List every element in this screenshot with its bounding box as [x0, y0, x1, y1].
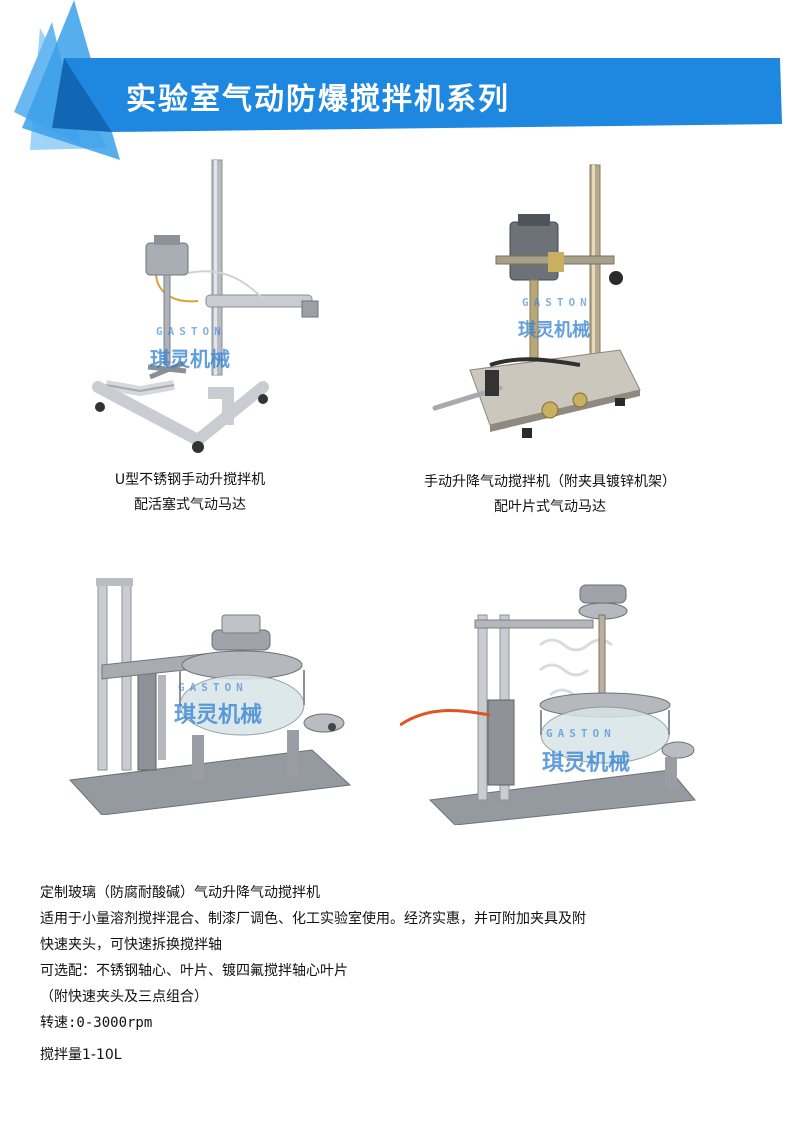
description-line: 可选配：不锈钢轴心、叶片、镀四氟搅拌轴心叶片: [40, 963, 348, 979]
watermark-brand: GASTON: [546, 727, 616, 740]
watermark-brand: GASTON: [156, 325, 226, 338]
watermark-text: 琪灵机械: [174, 703, 263, 728]
header-banner: 实验室气动防爆搅拌机系列: [0, 0, 790, 160]
description-line: （附快速夹头及三点组合）: [40, 989, 208, 1005]
product-photo-4: GASTON 琪灵机械: [400, 575, 700, 825]
caption-line: U型不锈钢手动升搅拌机: [114, 472, 266, 488]
watermark-brand: GASTON: [522, 296, 592, 309]
description-line: 适用于小量溶剂搅拌混合、制漆厂调色、化工实验室使用。经济实惠，并可附加夹具及附: [40, 911, 586, 927]
watermark-text: 琪灵机械: [518, 320, 590, 341]
description-line: 转速:0-3000rpm: [40, 1015, 153, 1031]
caption-line: 配叶片式气动马达: [494, 499, 606, 515]
product-photo-2: GASTON 琪灵机械: [430, 160, 660, 450]
description-line: 搅拌量1-10L: [40, 1047, 122, 1063]
caption-line: 配活塞式气动马达: [134, 497, 246, 513]
description-line: 快速夹头，可快速拆换搅拌轴: [40, 937, 222, 953]
product-description: 定制玻璃（防腐耐酸碱）气动升降气动搅拌机 适用于小量溶剂搅拌混合、制漆厂调色、化…: [40, 880, 760, 1068]
banner-graphic: [14, 0, 782, 160]
page-title: 实验室气动防爆搅拌机系列: [126, 82, 510, 117]
watermark-brand: GASTON: [178, 681, 248, 694]
watermark-text: 琪灵机械: [542, 751, 631, 776]
caption-line: 手动升降气动搅拌机（附夹具镀锌机架）: [424, 474, 676, 490]
product-caption-1: U型不锈钢手动升搅拌机 配活塞式气动马达: [60, 468, 320, 518]
watermark-text: 琪灵机械: [150, 347, 230, 371]
description-line: 定制玻璃（防腐耐酸碱）气动升降气动搅拌机: [40, 885, 320, 901]
product-photo-1: GASTON 琪灵机械: [88, 155, 328, 455]
product-caption-2: 手动升降气动搅拌机（附夹具镀锌机架） 配叶片式气动马达: [370, 470, 730, 520]
product-photo-3: GASTON 琪灵机械: [62, 575, 362, 815]
